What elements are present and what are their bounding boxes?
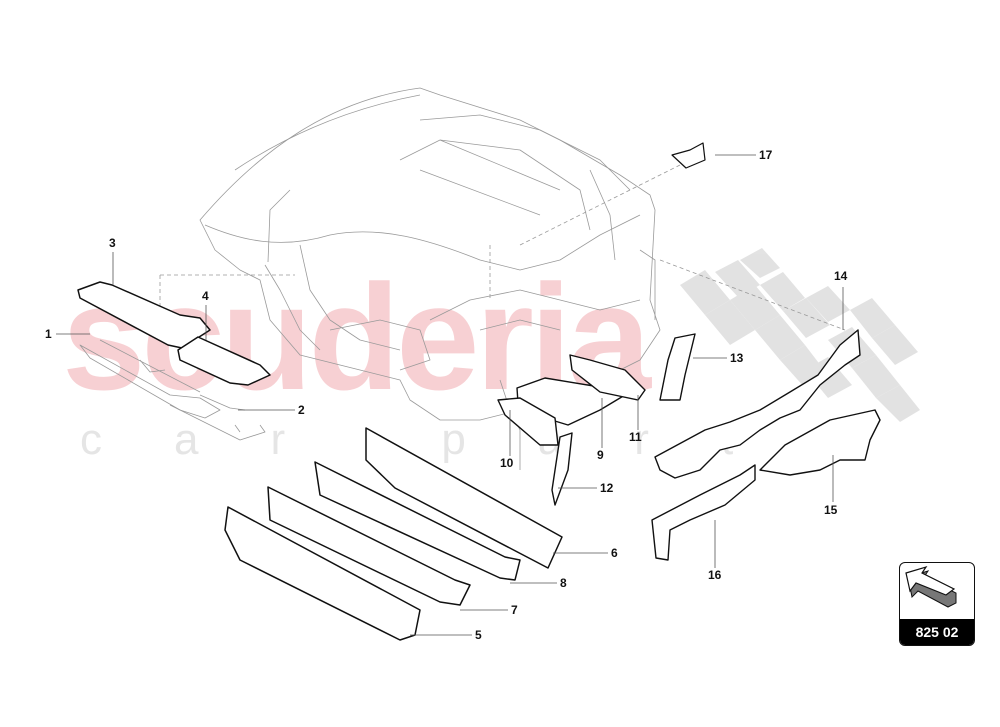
part-15 [759,409,881,476]
callout-7[interactable]: 7 [511,603,518,617]
callout-11[interactable]: 11 [629,430,642,444]
callout-12[interactable]: 12 [600,481,614,495]
callout-5[interactable]: 5 [475,628,482,642]
car-body-outline [199,87,661,470]
part-8 [314,461,521,581]
part-10 [497,397,559,446]
callout-1[interactable]: 1 [45,327,52,341]
callout-10[interactable]: 10 [500,456,514,470]
callout-9[interactable]: 9 [597,448,604,462]
part-4 [177,336,271,386]
callout-17[interactable]: 17 [759,148,773,162]
part-13 [659,333,696,401]
part-5 [224,506,421,641]
part-6 [365,427,563,569]
nav-box-825-02[interactable]: 825 02 [899,562,975,646]
part-16 [651,464,756,561]
part-2 [169,394,266,441]
part-14 [654,329,861,479]
part-1 [79,339,221,419]
callout-3[interactable]: 3 [109,236,116,250]
callout-16[interactable]: 16 [708,568,722,582]
part-11 [569,354,646,401]
callout-2[interactable]: 2 [298,403,305,417]
callout-6[interactable]: 6 [611,546,618,560]
part-17 [671,142,706,169]
callout-8[interactable]: 8 [560,576,567,590]
callout-15[interactable]: 15 [824,503,838,517]
page-code: 825 02 [900,619,974,645]
arrow-up-left-icon [905,565,957,608]
part-12 [551,432,573,506]
part-3 [77,281,211,349]
callout-4[interactable]: 4 [202,289,209,303]
callout-14[interactable]: 14 [834,269,848,283]
callout-13[interactable]: 13 [730,351,744,365]
part-7 [267,486,471,606]
